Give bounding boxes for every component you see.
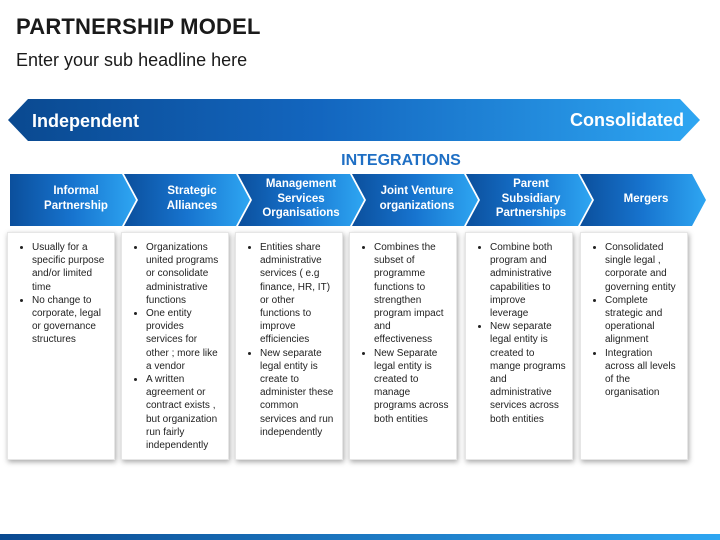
stage-heading-5: Parent Subsidiary Partnerships bbox=[495, 177, 567, 220]
bullet-item: One entity provides services for other ;… bbox=[146, 307, 222, 373]
bullet-item: Complete strategic and operational align… bbox=[605, 294, 681, 347]
stage-heading-2: Strategic Alliances bbox=[166, 185, 218, 212]
stage-card-3: Entities share administrative services (… bbox=[235, 232, 343, 460]
bullet-item: Integration across all levels of the org… bbox=[605, 347, 681, 400]
bullet-list: Organizations united programs or consoli… bbox=[128, 241, 222, 452]
bullet-list: Combine both program and administrative … bbox=[472, 241, 566, 426]
stage-heading-4: Joint Venture organizations bbox=[379, 185, 455, 212]
bullet-list: Usually for a specific purpose and/or li… bbox=[14, 241, 108, 347]
page-title: PARTNERSHIP MODEL bbox=[16, 14, 261, 39]
bullet-list: Entities share administrative services (… bbox=[242, 241, 336, 439]
page-subtitle: Enter your sub headline here bbox=[16, 50, 248, 70]
chevron-stage-1 bbox=[10, 174, 136, 226]
footer-bar bbox=[0, 534, 720, 540]
chevron-stage-3 bbox=[238, 174, 364, 226]
bullet-item: No change to corporate, legal or governa… bbox=[32, 294, 108, 347]
range-arrow bbox=[8, 99, 700, 141]
bullet-item: Consolidated single legal , corporate an… bbox=[605, 241, 681, 294]
chevron-stage-6 bbox=[580, 174, 706, 226]
bullet-item: A written agreement or contract exists ,… bbox=[146, 373, 222, 452]
bullet-item: Usually for a specific purpose and/or li… bbox=[32, 241, 108, 294]
chevron-stage-2 bbox=[124, 174, 250, 226]
range-start-label: Independent bbox=[32, 111, 139, 131]
bullet-list: Consolidated single legal , corporate an… bbox=[587, 241, 681, 399]
bullet-list: Combines the subset of programme functio… bbox=[356, 241, 450, 426]
stage-card-5: Combine both program and administrative … bbox=[465, 232, 573, 460]
bullet-item: New separate legal entity is create to a… bbox=[260, 347, 336, 439]
bullet-item: New separate legal entity is created to … bbox=[490, 320, 566, 426]
bullet-item: New Separate legal entity is created to … bbox=[374, 347, 450, 426]
chevron-stage-4 bbox=[352, 174, 478, 226]
stage-card-1: Usually for a specific purpose and/or li… bbox=[7, 232, 115, 460]
stage-card-6: Consolidated single legal , corporate an… bbox=[580, 232, 688, 460]
bullet-item: Entities share administrative services (… bbox=[260, 241, 336, 347]
integrations-heading: INTEGRATIONS bbox=[341, 152, 461, 169]
bullet-item: Combine both program and administrative … bbox=[490, 241, 566, 320]
chevron-stage-5 bbox=[466, 174, 592, 226]
stage-card-2: Organizations united programs or consoli… bbox=[121, 232, 229, 460]
range-end-label: Consolidated bbox=[569, 110, 684, 130]
stage-heading-3: Management Services Organisations bbox=[262, 177, 340, 220]
bullet-item: Combines the subset of programme functio… bbox=[374, 241, 450, 347]
stage-heading-6: Mergers bbox=[623, 192, 669, 205]
stage-card-4: Combines the subset of programme functio… bbox=[349, 232, 457, 460]
bullet-item: Organizations united programs or consoli… bbox=[146, 241, 222, 307]
stage-chevrons bbox=[10, 174, 706, 226]
stage-heading-1: Informal Partnership bbox=[44, 185, 108, 212]
